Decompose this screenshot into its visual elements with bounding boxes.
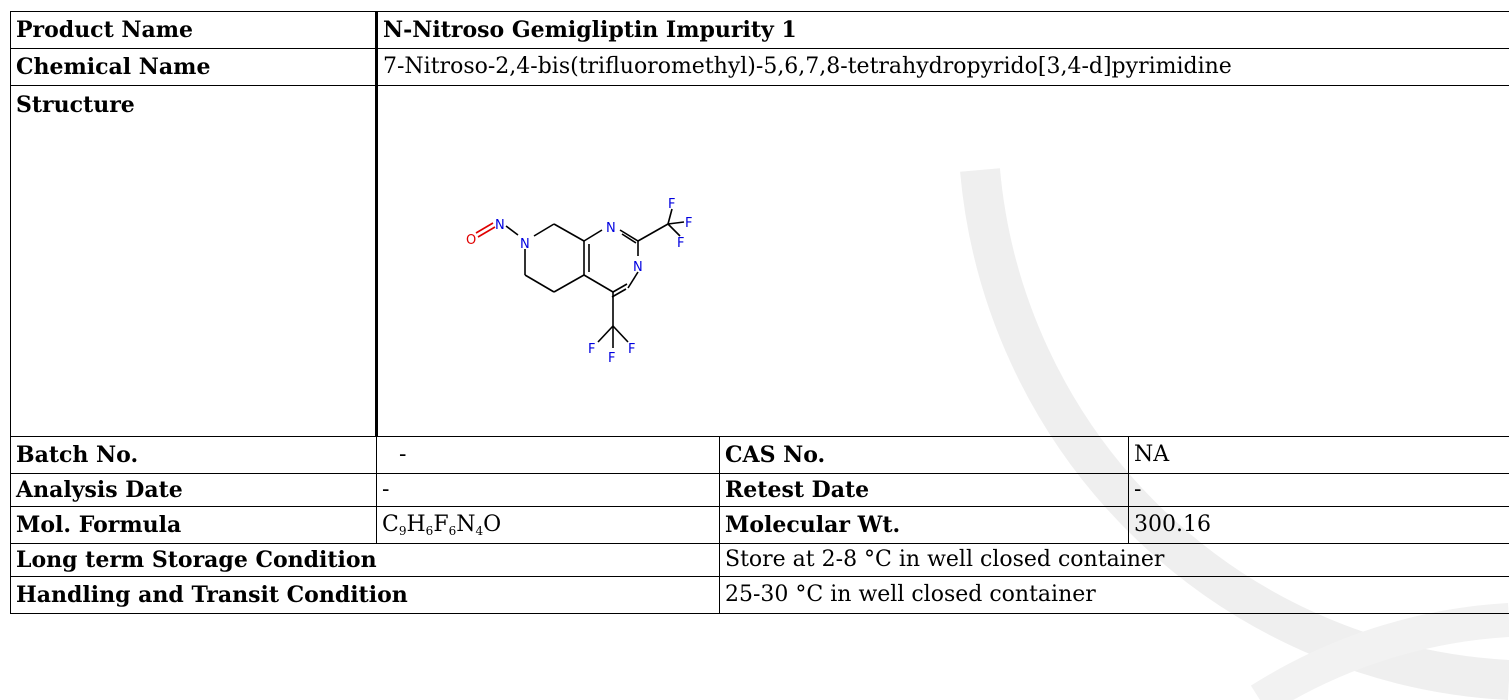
atom-fluorine-4: F (588, 342, 595, 357)
coa-table: Product Name N-Nitroso Gemigliptin Impur… (10, 11, 1509, 614)
atom-ring-nitrogen: N (520, 237, 530, 252)
atom-fluorine-5: F (628, 342, 635, 357)
product-name-value: N-Nitroso Gemigliptin Impurity 1 (376, 11, 1509, 49)
chemical-structure-image: O N N N N F F F F F F (466, 197, 692, 366)
atom-oxygen: O (466, 233, 476, 248)
batch-no-value: - (376, 436, 720, 474)
structure-cell: O N N N N F F F F F F (376, 85, 1509, 437)
retest-date-value: - (1128, 473, 1509, 507)
analysis-date-value: - (376, 473, 720, 507)
atom-fluorine-3: F (677, 236, 684, 251)
row-analysis-retest: Analysis Date - Retest Date - (10, 473, 1509, 507)
handling-value: 25-30 °C in well closed container (719, 576, 1509, 614)
analysis-date-label: Analysis Date (10, 473, 377, 507)
cas-no-value: NA (1128, 436, 1509, 474)
retest-date-label: Retest Date (719, 473, 1129, 507)
storage-label: Long term Storage Condition (10, 543, 720, 577)
chemical-name-label: Chemical Name (10, 48, 378, 86)
atom-fluorine-2: F (685, 216, 692, 231)
structure-label: Structure (10, 85, 378, 437)
product-name-label: Product Name (10, 11, 378, 49)
atom-pyrimidine-n3: N (633, 260, 643, 275)
batch-no-label: Batch No. (10, 436, 377, 474)
row-structure: Structure (10, 85, 1509, 437)
handling-label: Handling and Transit Condition (10, 576, 720, 614)
atom-fluorine-6: F (608, 351, 615, 366)
molecular-wt-value: 300.16 (1128, 506, 1509, 544)
row-batch-cas: Batch No. - CAS No. NA (10, 436, 1509, 474)
chemical-name-value: 7-Nitroso-2,4-bis(trifluoromethyl)-5,6,7… (376, 48, 1509, 86)
mol-formula-label: Mol. Formula (10, 506, 377, 544)
molecular-wt-label: Molecular Wt. (719, 506, 1129, 544)
atom-nitroso-nitrogen: N (495, 218, 505, 233)
atom-fluorine-1: F (668, 197, 675, 212)
cas-no-label: CAS No. (719, 436, 1129, 474)
storage-value: Store at 2-8 °C in well closed container (719, 543, 1509, 577)
row-formula-weight: Mol. Formula C9H6F6N4O Molecular Wt. 300… (10, 506, 1509, 544)
mol-formula-value: C9H6F6N4O (376, 506, 720, 544)
row-storage: Long term Storage Condition Store at 2-8… (10, 543, 1509, 577)
row-product-name: Product Name N-Nitroso Gemigliptin Impur… (10, 11, 1509, 49)
row-handling: Handling and Transit Condition 25-30 °C … (10, 576, 1509, 614)
atom-pyrimidine-n1: N (606, 221, 616, 236)
row-chemical-name: Chemical Name 7-Nitroso-2,4-bis(trifluor… (10, 48, 1509, 86)
